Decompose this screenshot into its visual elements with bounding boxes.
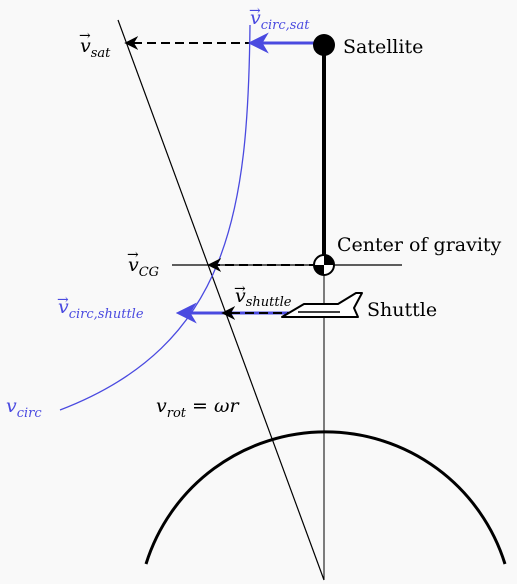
v-cg-base: v [128,254,139,276]
v-circ-base: v [6,395,17,417]
v-circ-sat-sub: circ,sat [261,18,310,33]
v-cg-sub: CG [139,265,159,280]
v-sat-label: vsat [80,35,111,61]
v-circ-sub: circ [17,406,43,421]
v-cg-label: vCG [128,254,159,280]
rotation-velocity-line [117,19,325,581]
v-circ-shuttle-label: vcirc,shuttle [58,296,144,322]
v-circ-shuttle-sub: circ,shuttle [69,307,144,322]
v-circ-label: vcirc [6,395,42,421]
satellite-icon [313,34,335,56]
shuttle-label: Shuttle [367,299,437,321]
v-rot-rhs: = ωr [186,395,240,417]
center-of-gravity-icon [313,254,335,276]
v-circ-sat-base: v [250,7,261,29]
v-shuttle-vector-arrow: → [234,281,246,297]
satellite-label: Satellite [343,36,423,58]
v-circ-sat-label: vcirc,sat [250,7,310,33]
shuttle-icon [281,292,363,318]
center-of-gravity-label: Center of gravity [337,234,502,256]
v-sat-vector-arrow: → [79,28,91,44]
v-sat-base: v [80,35,91,57]
v-shuttle-sub: shuttle [246,295,292,310]
v-sat-sub: sat [91,46,111,61]
v-circ-shuttle-base: v [58,296,69,318]
v-rot-base: v [156,395,167,417]
v-shuttle-base: v [235,285,246,307]
v-rot-label: vrot = ωr [156,395,240,421]
v-circ-sat-vector-arrow: → [249,3,261,19]
v-cg-vector-arrow: → [127,247,139,263]
v-rot-sub: rot [167,406,187,421]
v-circ-shuttle-vector-arrow: → [57,292,69,308]
earth-surface-arc [144,430,507,565]
circular-velocity-curve [59,24,251,411]
v-shuttle-label: vshuttle [235,285,292,310]
